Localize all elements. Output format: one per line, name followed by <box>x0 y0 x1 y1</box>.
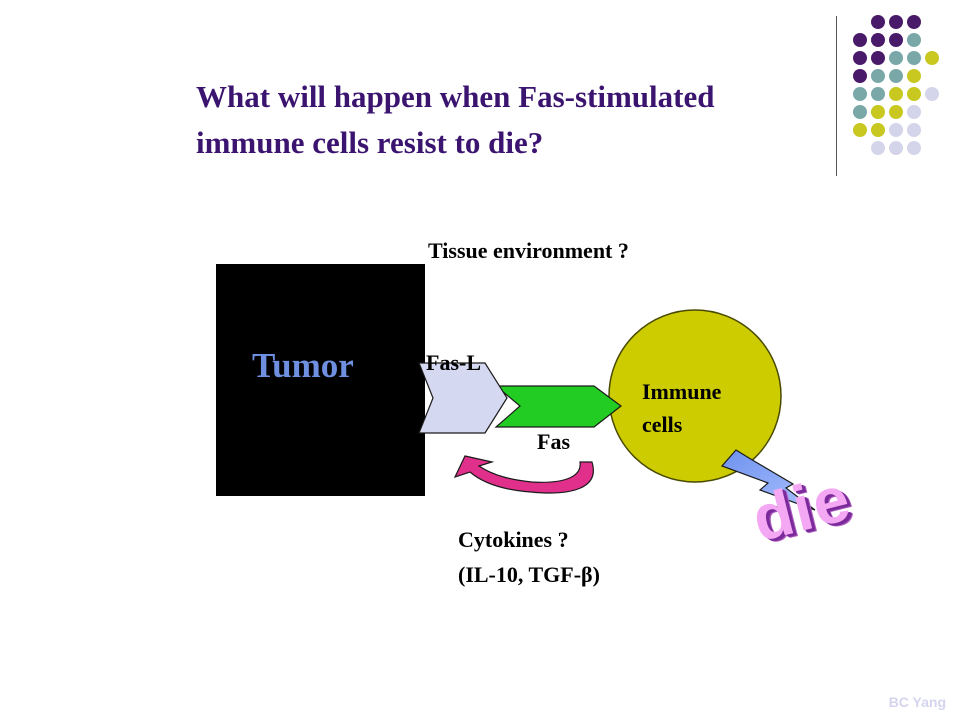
decorative-dot <box>889 69 903 83</box>
decorative-dot <box>871 69 885 83</box>
cytokines-label: Cytokines ? <box>458 527 569 552</box>
decorative-dot <box>871 123 885 137</box>
decorative-dot <box>907 69 921 83</box>
decorative-dot <box>853 123 867 137</box>
slide-title: What will happen when Fas-stimulated imm… <box>196 74 836 166</box>
cytokine-feedback-arrow <box>453 455 594 494</box>
decorative-dot <box>871 51 885 65</box>
decorative-dot <box>871 141 885 155</box>
immune-cells-label: Immune cells <box>642 375 772 441</box>
decorative-dot <box>853 69 867 83</box>
cytokines-examples: (IL-10, TGF-β) <box>458 562 600 587</box>
decorative-dot <box>871 33 885 47</box>
decorative-dot <box>871 15 885 29</box>
decorative-dot <box>925 51 939 65</box>
tumor-label: Tumor <box>252 346 354 385</box>
fas-ligand-arrow <box>418 362 508 434</box>
decorative-dot <box>907 15 921 29</box>
divider-line <box>836 16 837 176</box>
decorative-dot <box>889 33 903 47</box>
fas-receptor-label: Fas <box>537 429 570 454</box>
decorative-dot <box>889 51 903 65</box>
decorative-dot <box>889 15 903 29</box>
tissue-environment-label: Tissue environment ? <box>428 238 629 263</box>
decorative-dot <box>907 51 921 65</box>
decorative-dot <box>871 105 885 119</box>
decorative-dot <box>907 33 921 47</box>
decorative-dot <box>907 105 921 119</box>
decorative-dot <box>889 87 903 101</box>
title-line-2: immune cells resist to die? <box>196 125 544 160</box>
decorative-dot <box>889 105 903 119</box>
decorative-dot <box>907 123 921 137</box>
immune-cells-line-2: cells <box>642 412 683 437</box>
decorative-dot <box>889 141 903 155</box>
fas-receptor-arrow <box>494 385 622 428</box>
fas-ligand-label: Fas-L <box>426 350 481 375</box>
tumor-box <box>216 264 425 496</box>
decorative-dot <box>925 87 939 101</box>
decorative-dot <box>853 87 867 101</box>
title-line-1: What will happen when Fas-stimulated <box>196 79 715 114</box>
decorative-dot <box>853 105 867 119</box>
decorative-dot <box>907 87 921 101</box>
decorative-dot <box>871 87 885 101</box>
immune-cells-line-1: Immune <box>642 379 722 404</box>
decorative-dot-grid <box>853 15 939 155</box>
decorative-dot <box>907 141 921 155</box>
decorative-dot <box>853 33 867 47</box>
lightning-bolt <box>720 449 816 511</box>
author-credit: BC Yang <box>888 694 946 710</box>
immune-cell-circle <box>608 309 782 483</box>
decorative-dot <box>889 123 903 137</box>
decorative-dot <box>853 51 867 65</box>
